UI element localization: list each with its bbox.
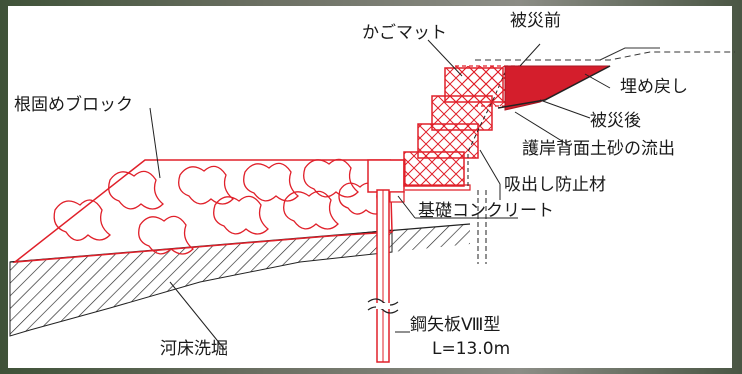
apron-outline [12, 159, 393, 263]
backfill-area [504, 65, 611, 111]
foundation-toe [389, 191, 405, 203]
suction-prevention-sheet [467, 69, 507, 186]
pile-break-mark [367, 298, 399, 314]
leader-lines [149, 39, 611, 351]
label-backfill: 埋め戻し [620, 77, 688, 97]
label-pre-disaster: 被災前 [510, 11, 561, 31]
label-soil-outflow: 護岸背面土砂の流出 [522, 139, 675, 159]
label-riverbed-scour: 河床洗堀 [160, 339, 228, 359]
original-ground-dashed-line [475, 51, 735, 61]
root-protection-blocks [53, 158, 385, 255]
slope-ground-line [599, 47, 660, 61]
label-post-disaster: 被災後 [590, 111, 641, 131]
label-gabion-mat: かごマット [362, 23, 447, 43]
label-sheet-pile: 鋼矢板Ⅷ型 [410, 315, 500, 335]
pile-break-gap [376, 303, 390, 309]
label-foundation-concrete: 基礎コンクリート [418, 201, 554, 221]
label-root-blocks: 根固めブロック [14, 94, 133, 115]
sheet-dashed-vertical [477, 190, 487, 264]
post-disaster-line [497, 65, 611, 109]
foundation-ground-hatch [392, 224, 470, 252]
label-pile-length: L=13.0m [432, 339, 510, 359]
label-suction-prevention: 吸出し防止材 [504, 175, 606, 195]
foundation-concrete [367, 159, 405, 193]
